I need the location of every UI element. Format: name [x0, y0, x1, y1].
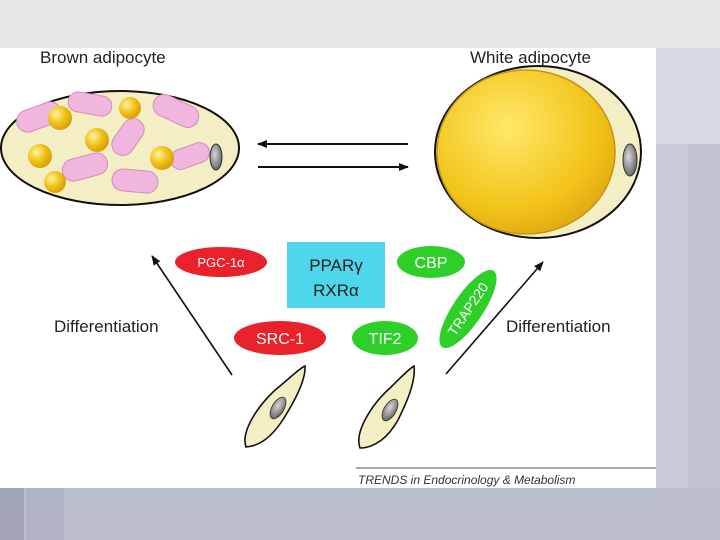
- brown-nucleus: [209, 143, 223, 171]
- brown-adipocyte-title: Brown adipocyte: [40, 48, 166, 67]
- differentiation-label-right: Differentiation: [506, 317, 611, 336]
- precursor-cell-right: [358, 364, 416, 449]
- src1-factor: SRC-1: [234, 321, 326, 355]
- slide-bottom-band: [0, 488, 720, 540]
- pgc1a-factor: PGC-1α: [175, 247, 267, 277]
- arrow-differentiation-right: [445, 261, 544, 375]
- tif2-factor: TIF2: [352, 321, 418, 355]
- white-nucleus: [622, 143, 638, 177]
- slide-corner-block-1: [0, 488, 24, 540]
- fat-droplets: [28, 97, 174, 193]
- slide-top-band: [0, 0, 720, 48]
- slide-right-strip: [688, 144, 720, 540]
- rxr-label: RXRα: [313, 281, 359, 300]
- white-adipocyte-title: White adipocyte: [470, 48, 591, 67]
- brown-adipocyte-cell: [0, 90, 240, 206]
- large-lipid-droplet: [436, 69, 616, 235]
- mitochondria: [16, 91, 210, 194]
- svg-text:TIF2: TIF2: [369, 331, 402, 348]
- journal-credit: TRENDS in Endocrinology & Metabolism: [358, 473, 575, 487]
- arrow-differentiation-left: [151, 255, 233, 376]
- cbp-factor: CBP: [397, 246, 465, 278]
- white-adipocyte-cell: [434, 65, 642, 239]
- ppar-label: PPARγ: [309, 256, 363, 275]
- slide-corner-block-2: [26, 488, 64, 540]
- svg-text:CBP: CBP: [415, 255, 448, 272]
- ppar-rxr-box: PPARγ RXRα: [287, 242, 385, 308]
- differentiation-label-left: Differentiation: [54, 317, 159, 336]
- svg-text:SRC-1: SRC-1: [256, 331, 304, 348]
- precursor-cell-left: [244, 364, 306, 448]
- svg-text:PGC-1α: PGC-1α: [197, 255, 245, 270]
